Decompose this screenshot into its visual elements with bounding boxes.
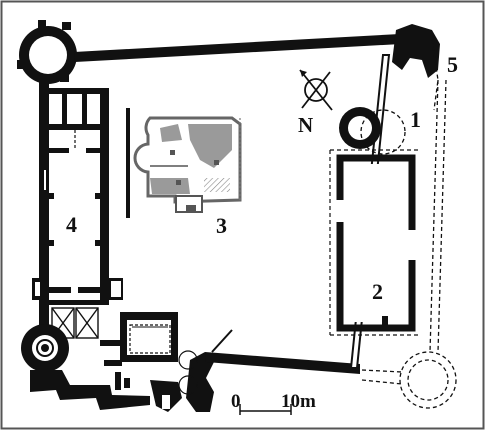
north-curtain-wall bbox=[74, 34, 401, 62]
chapel-west-wall-line bbox=[126, 108, 130, 218]
east-hall-building bbox=[329, 149, 420, 336]
scale-zero-label: 0 bbox=[231, 391, 241, 412]
label-5: 5 bbox=[447, 52, 458, 77]
southeast-round-tower bbox=[399, 351, 457, 409]
northwest-round-tower bbox=[17, 20, 77, 84]
west-range-building bbox=[32, 80, 123, 330]
label-3: 3 bbox=[216, 213, 227, 238]
south-curtain-wall bbox=[205, 352, 360, 374]
east-round-tower bbox=[339, 107, 406, 155]
label-1: 1 bbox=[410, 107, 421, 132]
scale-bar bbox=[239, 404, 292, 415]
label-4: 4 bbox=[66, 212, 77, 237]
chapel-ruin-building bbox=[133, 116, 242, 213]
southwest-round-tower bbox=[21, 324, 69, 372]
northeast-corner-tower bbox=[392, 24, 440, 78]
label-2: 2 bbox=[372, 279, 383, 304]
north-label: N bbox=[298, 113, 313, 137]
east-dashed-curtain bbox=[361, 79, 447, 385]
scale-distance-label: 10m bbox=[281, 391, 316, 412]
north-arrow bbox=[299, 69, 333, 111]
